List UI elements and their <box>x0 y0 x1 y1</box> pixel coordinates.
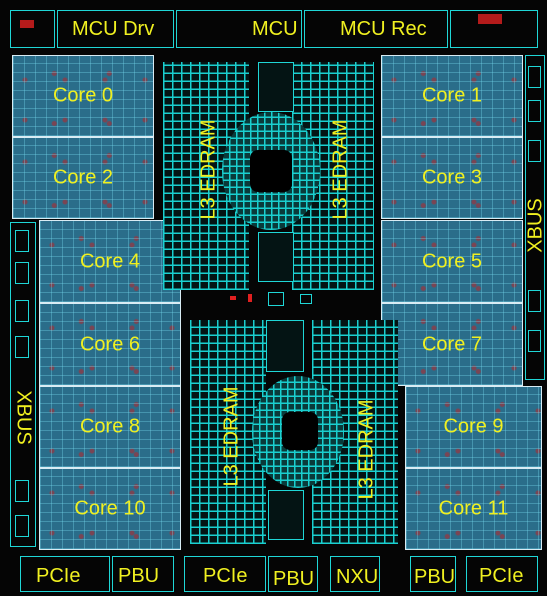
core-8: Core 8 <box>39 386 181 468</box>
core-4: Core 4 <box>39 220 181 303</box>
pcie-3-label: PCIe <box>479 565 523 588</box>
core-label: Core 2 <box>13 167 153 190</box>
edram-buffer <box>268 490 304 540</box>
core-label: Core 5 <box>382 250 522 273</box>
xbus-pad <box>528 100 541 122</box>
xbus-pad <box>528 330 541 352</box>
core-1: Core 1 <box>381 55 523 137</box>
pbu-2-label: PBU <box>273 568 314 591</box>
core-6: Core 6 <box>39 303 181 386</box>
core-5: Core 5 <box>381 220 523 303</box>
core-label: Core 8 <box>40 416 180 439</box>
xbus-pad <box>528 140 541 162</box>
xbus-pad <box>528 66 541 88</box>
red-marker <box>478 14 502 24</box>
edram-hub-center <box>282 412 318 450</box>
core-2: Core 2 <box>12 137 154 219</box>
xbus-pad <box>15 230 29 252</box>
core-label: Core 11 <box>406 498 541 521</box>
mid-logic <box>268 292 284 306</box>
edram-bottom-right-label: L3 EDRAM <box>356 399 379 499</box>
red-marker <box>20 20 34 28</box>
core-label: Core 9 <box>406 416 541 439</box>
core-0: Core 0 <box>12 55 154 137</box>
core-9: Core 9 <box>405 386 542 468</box>
xbus-left-label: XBUS <box>12 390 35 444</box>
xbus-pad <box>15 515 29 537</box>
core-11: Core 11 <box>405 468 542 550</box>
core-7: Core 7 <box>381 303 523 386</box>
edram-buffer <box>258 232 294 282</box>
xbus-pad <box>15 480 29 502</box>
mcu-rec-label: MCU Rec <box>340 18 427 41</box>
core-3: Core 3 <box>381 137 523 219</box>
core-label: Core 10 <box>40 498 180 521</box>
edram-buffer <box>258 62 294 112</box>
edram-top-right-label: L3 EDRAM <box>330 119 353 219</box>
xbus-pad <box>528 290 541 312</box>
xbus-pad <box>15 336 29 358</box>
xbus-pad <box>15 262 29 284</box>
mcu-drv-label: MCU Drv <box>72 18 154 41</box>
edram-top-left-label: L3 EDRAM <box>198 119 221 219</box>
pbu-3-label: PBU <box>414 566 455 589</box>
nxu-label: NXU <box>336 566 378 589</box>
edram-buffer <box>266 320 304 372</box>
core-label: Core 0 <box>13 85 153 108</box>
core-label: Core 4 <box>40 250 180 273</box>
red-marker <box>230 296 236 300</box>
pcie-2-label: PCIe <box>203 565 247 588</box>
core-label: Core 7 <box>382 333 522 356</box>
pbu-1-label: PBU <box>118 565 159 588</box>
edram-hub-center <box>250 150 292 192</box>
core-label: Core 3 <box>382 167 522 190</box>
pcie-1-label: PCIe <box>36 565 80 588</box>
core-label: Core 6 <box>40 333 180 356</box>
red-marker <box>248 294 252 302</box>
xbus-right-label: XBUS <box>525 198 547 252</box>
edram-bottom-left-label: L3 EDRAM <box>221 386 244 486</box>
core-label: Core 1 <box>382 85 522 108</box>
mid-logic <box>300 294 312 304</box>
mcu-label: MCU <box>252 18 298 41</box>
xbus-pad <box>15 300 29 322</box>
top-left-io-block <box>10 10 55 48</box>
core-10: Core 10 <box>39 468 181 550</box>
